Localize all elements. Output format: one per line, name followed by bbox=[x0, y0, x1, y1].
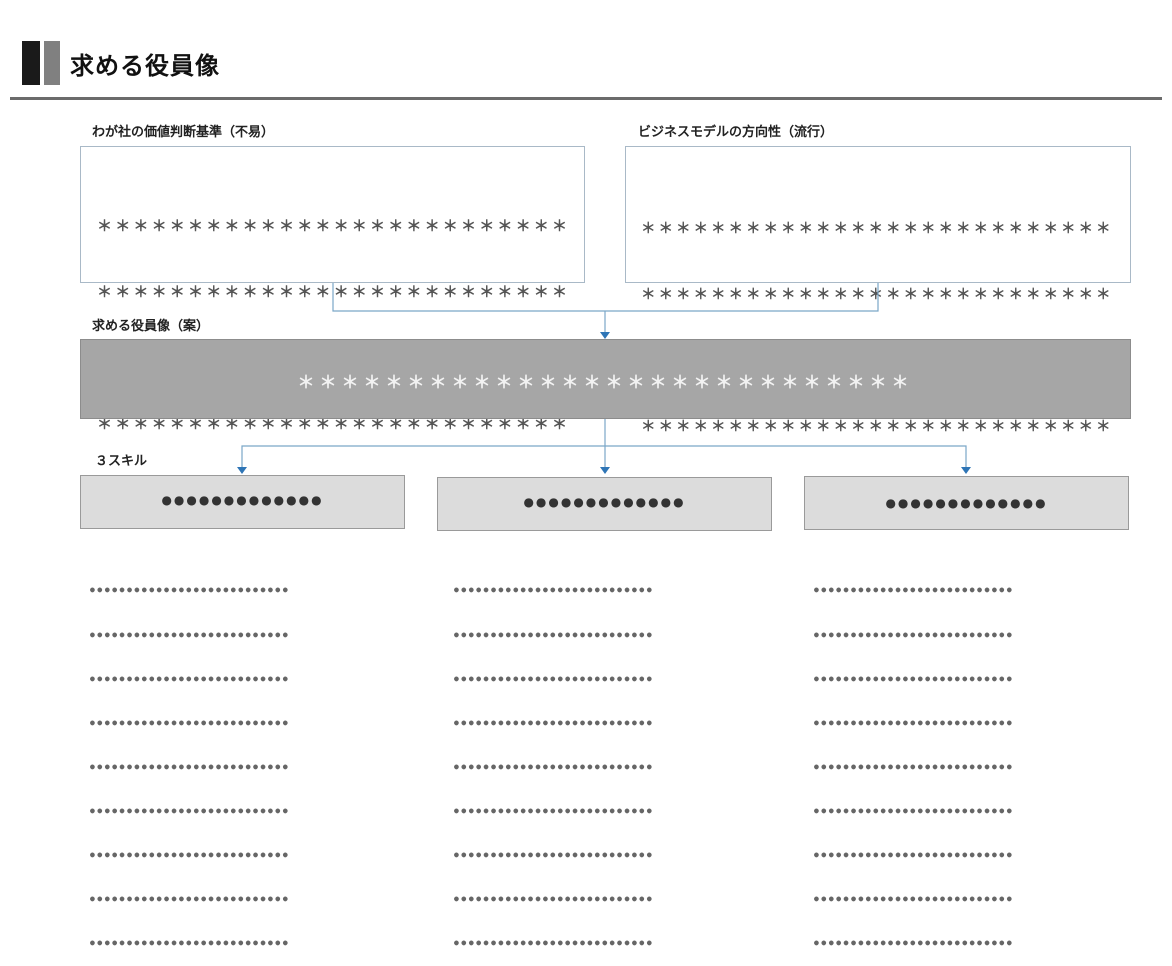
skill-detail-line: ●●●●●●●●●●●●●●●●●●●●●●●●●●● bbox=[90, 629, 291, 639]
skill-detail-line: ●●●●●●●●●●●●●●●●●●●●●●●●●●● bbox=[454, 629, 655, 639]
arrow-to-ideal bbox=[600, 332, 610, 339]
skill-detail-line: ●●●●●●●●●●●●●●●●●●●●●●●●●●● bbox=[90, 805, 291, 815]
left-panel-label: わが社の価値判断基準（不易） bbox=[92, 125, 275, 140]
skill-detail-line: ●●●●●●●●●●●●●●●●●●●●●●●●●●● bbox=[454, 850, 655, 860]
arrow-to-skill-3 bbox=[961, 467, 971, 474]
skill-detail-line: ●●●●●●●●●●●●●●●●●●●●●●●●●●● bbox=[454, 938, 655, 948]
skill-detail-line: ●●●●●●●●●●●●●●●●●●●●●●●●●●● bbox=[814, 629, 1015, 639]
left-panel-line: ＊＊＊＊＊＊＊＊＊＊＊＊＊＊＊＊＊＊＊＊＊＊＊＊＊＊ bbox=[97, 283, 571, 301]
skill-detail-line: ●●●●●●●●●●●●●●●●●●●●●●●●●●● bbox=[814, 805, 1015, 815]
skill-detail-line: ●●●●●●●●●●●●●●●●●●●●●●●●●●● bbox=[454, 717, 655, 727]
skill-detail-line: ●●●●●●●●●●●●●●●●●●●●●●●●●●● bbox=[90, 850, 291, 860]
page-title: 求める役員像 bbox=[70, 52, 220, 80]
left-panel-line: ＊＊＊＊＊＊＊＊＊＊＊＊＊＊＊＊＊＊＊＊＊＊＊＊＊＊ bbox=[97, 415, 571, 433]
title-divider bbox=[10, 97, 1162, 100]
skill-detail-line: ●●●●●●●●●●●●●●●●●●●●●●●●●●● bbox=[814, 894, 1015, 904]
skill-detail-line: ●●●●●●●●●●●●●●●●●●●●●●●●●●● bbox=[454, 585, 655, 595]
merge-connector bbox=[332, 283, 879, 312]
skill-detail-line: ●●●●●●●●●●●●●●●●●●●●●●●●●●● bbox=[454, 894, 655, 904]
skill-box-1: ●●●●●●●●●●●●● bbox=[80, 475, 405, 529]
title-mark-dark bbox=[22, 41, 40, 85]
skill-detail-line: ●●●●●●●●●●●●●●●●●●●●●●●●●●● bbox=[814, 850, 1015, 860]
arrow-to-skill-2 bbox=[600, 467, 610, 474]
skill-detail-line: ●●●●●●●●●●●●●●●●●●●●●●●●●●● bbox=[90, 938, 291, 948]
skill-detail-line: ●●●●●●●●●●●●●●●●●●●●●●●●●●● bbox=[814, 673, 1015, 683]
skill-detail-1: ●●●●●●●●●●●●●●●●●●●●●●●●●●● ●●●●●●●●●●●●… bbox=[90, 554, 290, 966]
skill-detail-line: ●●●●●●●●●●●●●●●●●●●●●●●●●●● bbox=[814, 938, 1015, 948]
skill-box-2: ●●●●●●●●●●●●● bbox=[437, 477, 772, 531]
ideal-band: ＊＊＊＊＊＊＊＊＊＊＊＊＊＊＊＊＊＊＊＊＊＊＊＊＊＊＊＊ bbox=[80, 339, 1131, 419]
skill-detail-line: ●●●●●●●●●●●●●●●●●●●●●●●●●●● bbox=[90, 673, 291, 683]
ideal-label: 求める役員像（案） bbox=[92, 319, 210, 334]
skill-box-3: ●●●●●●●●●●●●● bbox=[804, 476, 1129, 530]
connector-lines bbox=[237, 283, 971, 474]
right-panel-label: ビジネスモデルの方向性（流行） bbox=[638, 125, 834, 140]
skill-title-3: ●●●●●●●●●●●●● bbox=[885, 496, 1048, 510]
skill-detail-line: ●●●●●●●●●●●●●●●●●●●●●●●●●●● bbox=[90, 585, 291, 595]
skill-title-2: ●●●●●●●●●●●●● bbox=[523, 495, 686, 509]
skill-detail-line: ●●●●●●●●●●●●●●●●●●●●●●●●●●● bbox=[814, 585, 1015, 595]
skill-title-1: ●●●●●●●●●●●●● bbox=[161, 493, 324, 507]
skill-detail-line: ●●●●●●●●●●●●●●●●●●●●●●●●●●● bbox=[90, 894, 291, 904]
skill-detail-line: ●●●●●●●●●●●●●●●●●●●●●●●●●●● bbox=[454, 761, 655, 771]
left-panel-line: ＊＊＊＊＊＊＊＊＊＊＊＊＊＊＊＊＊＊＊＊＊＊＊＊＊＊ bbox=[97, 217, 571, 235]
split-connector bbox=[241, 445, 967, 468]
skill-detail-line: ●●●●●●●●●●●●●●●●●●●●●●●●●●● bbox=[90, 761, 291, 771]
arrow-to-skill-1 bbox=[237, 467, 247, 474]
skill-detail-2: ●●●●●●●●●●●●●●●●●●●●●●●●●●● ●●●●●●●●●●●●… bbox=[454, 554, 654, 966]
right-panel-line: ＊＊＊＊＊＊＊＊＊＊＊＊＊＊＊＊＊＊＊＊＊＊＊＊＊＊＊ bbox=[641, 287, 1114, 303]
ideal-text: ＊＊＊＊＊＊＊＊＊＊＊＊＊＊＊＊＊＊＊＊＊＊＊＊＊＊＊＊ bbox=[297, 373, 914, 393]
skill-detail-line: ●●●●●●●●●●●●●●●●●●●●●●●●●●● bbox=[90, 717, 291, 727]
skill-detail-line: ●●●●●●●●●●●●●●●●●●●●●●●●●●● bbox=[454, 805, 655, 815]
right-panel-line: ＊＊＊＊＊＊＊＊＊＊＊＊＊＊＊＊＊＊＊＊＊＊＊＊＊＊＊ bbox=[641, 419, 1114, 435]
skill-detail-line: ●●●●●●●●●●●●●●●●●●●●●●●●●●● bbox=[814, 761, 1015, 771]
right-panel-line: ＊＊＊＊＊＊＊＊＊＊＊＊＊＊＊＊＊＊＊＊＊＊＊＊＊＊＊ bbox=[641, 221, 1114, 237]
skill-detail-line: ●●●●●●●●●●●●●●●●●●●●●●●●●●● bbox=[454, 673, 655, 683]
skill-detail-3: ●●●●●●●●●●●●●●●●●●●●●●●●●●● ●●●●●●●●●●●●… bbox=[814, 554, 1014, 966]
title-mark-gray bbox=[44, 41, 60, 85]
skill-detail-line: ●●●●●●●●●●●●●●●●●●●●●●●●●●● bbox=[814, 717, 1015, 727]
skills-label: ３スキル bbox=[95, 454, 148, 469]
